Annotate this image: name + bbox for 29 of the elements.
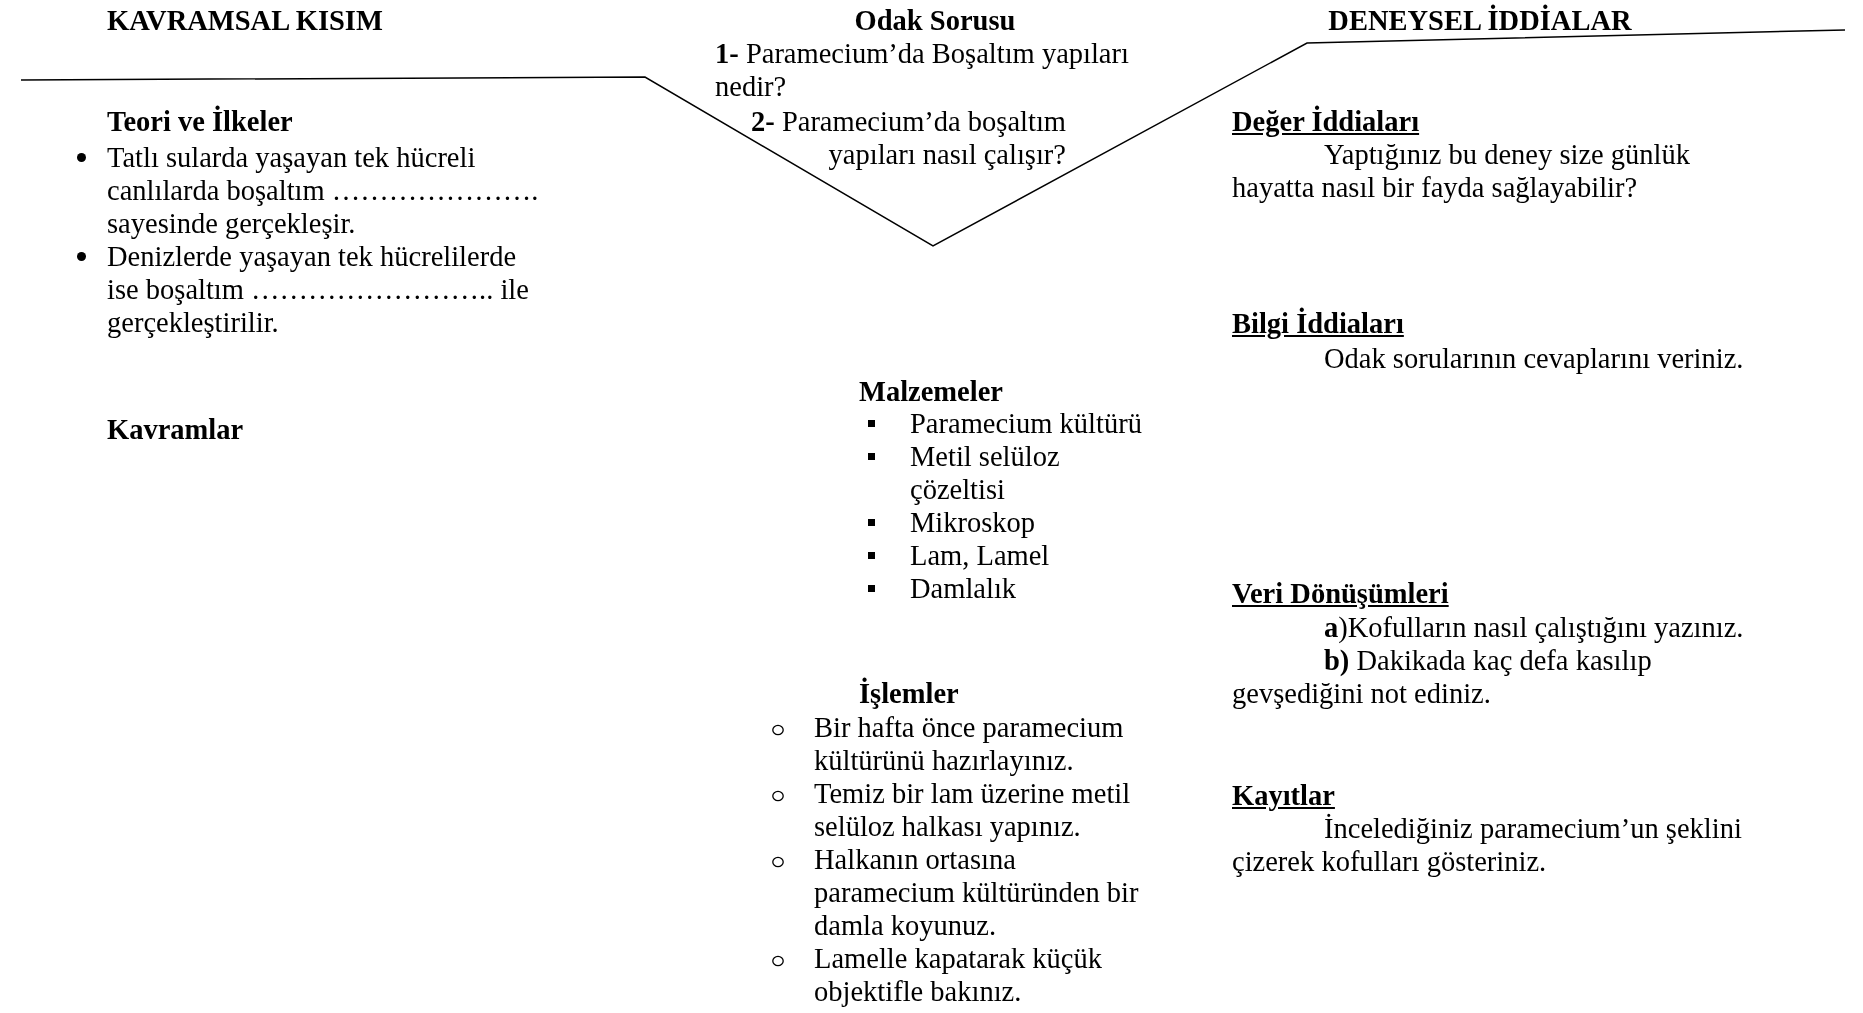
subheading: Teori ve İlkeler xyxy=(107,105,293,138)
list-item: Damlalık xyxy=(910,572,1018,605)
list-item: Lam, Lamel xyxy=(910,539,1051,572)
list-item: Denizlerde yaşayan tek hücrelilerde ise boşaltım …………………….. ile gerçekleştirilir. xyxy=(107,240,530,339)
subheading: Veri Dönüşümleri xyxy=(1232,577,1449,610)
paragraph: b) Dakikada kaç defa kasılıp gevşediğini not ediniz. xyxy=(1232,644,1653,710)
subheading: Malzemeler xyxy=(859,375,1003,408)
subheading: Bilgi İddiaları xyxy=(1232,307,1404,340)
focus-question: 1- Paramecium’da Boşaltım yapıları nedir? xyxy=(715,37,1130,103)
subheading: İşlemler xyxy=(859,677,959,710)
list-item: Mikroskop xyxy=(910,506,1037,539)
paragraph: İncelediğiniz paramecium’un şeklini çizerek kofulları gösteriniz. xyxy=(1232,812,1743,878)
section-heading: KAVRAMSAL KISIM xyxy=(107,4,383,37)
list-item: Halkanın ortasına paramecium kültüründen bir damla koyunuz. xyxy=(814,843,1140,942)
subheading: Değer İddiaları xyxy=(1232,105,1420,138)
list-item: Metil selüloz çözeltisi xyxy=(910,440,1061,506)
list-item: Paramecium kültürü xyxy=(910,407,1143,440)
paragraph: Yaptığınız bu deney size günlük hayatta nasıl bir fayda sağlayabilir? xyxy=(1232,138,1691,204)
list-item: Tatlı sularda yaşayan tek hücreli canlılarda boşaltım …………………. sayesinde gerçekleşir. xyxy=(107,141,540,240)
subheading: Kayıtlar xyxy=(1232,779,1335,812)
focus-question: 2- Paramecium’da boşaltım yapıları nasıl çalışır? xyxy=(750,105,1066,171)
list-item: Temiz bir lam üzerine metil selüloz halkası yapınız. xyxy=(814,777,1132,843)
section-heading: DENEYSEL İDDİALAR xyxy=(1327,4,1633,37)
list-item: Bir hafta önce paramecium kültürünü hazırlayınız. xyxy=(814,711,1125,777)
list-item: Lamelle kapatarak küçük objektifle bakınız. xyxy=(814,942,1104,1008)
paragraph: Odak sorularının cevaplarını veriniz. xyxy=(1323,342,1745,375)
paragraph: a)Kofulların nasıl çalıştığını yazınız. xyxy=(1323,611,1745,644)
section-heading: Odak Sorusu xyxy=(853,4,1017,37)
subheading: Kavramlar xyxy=(107,413,244,446)
